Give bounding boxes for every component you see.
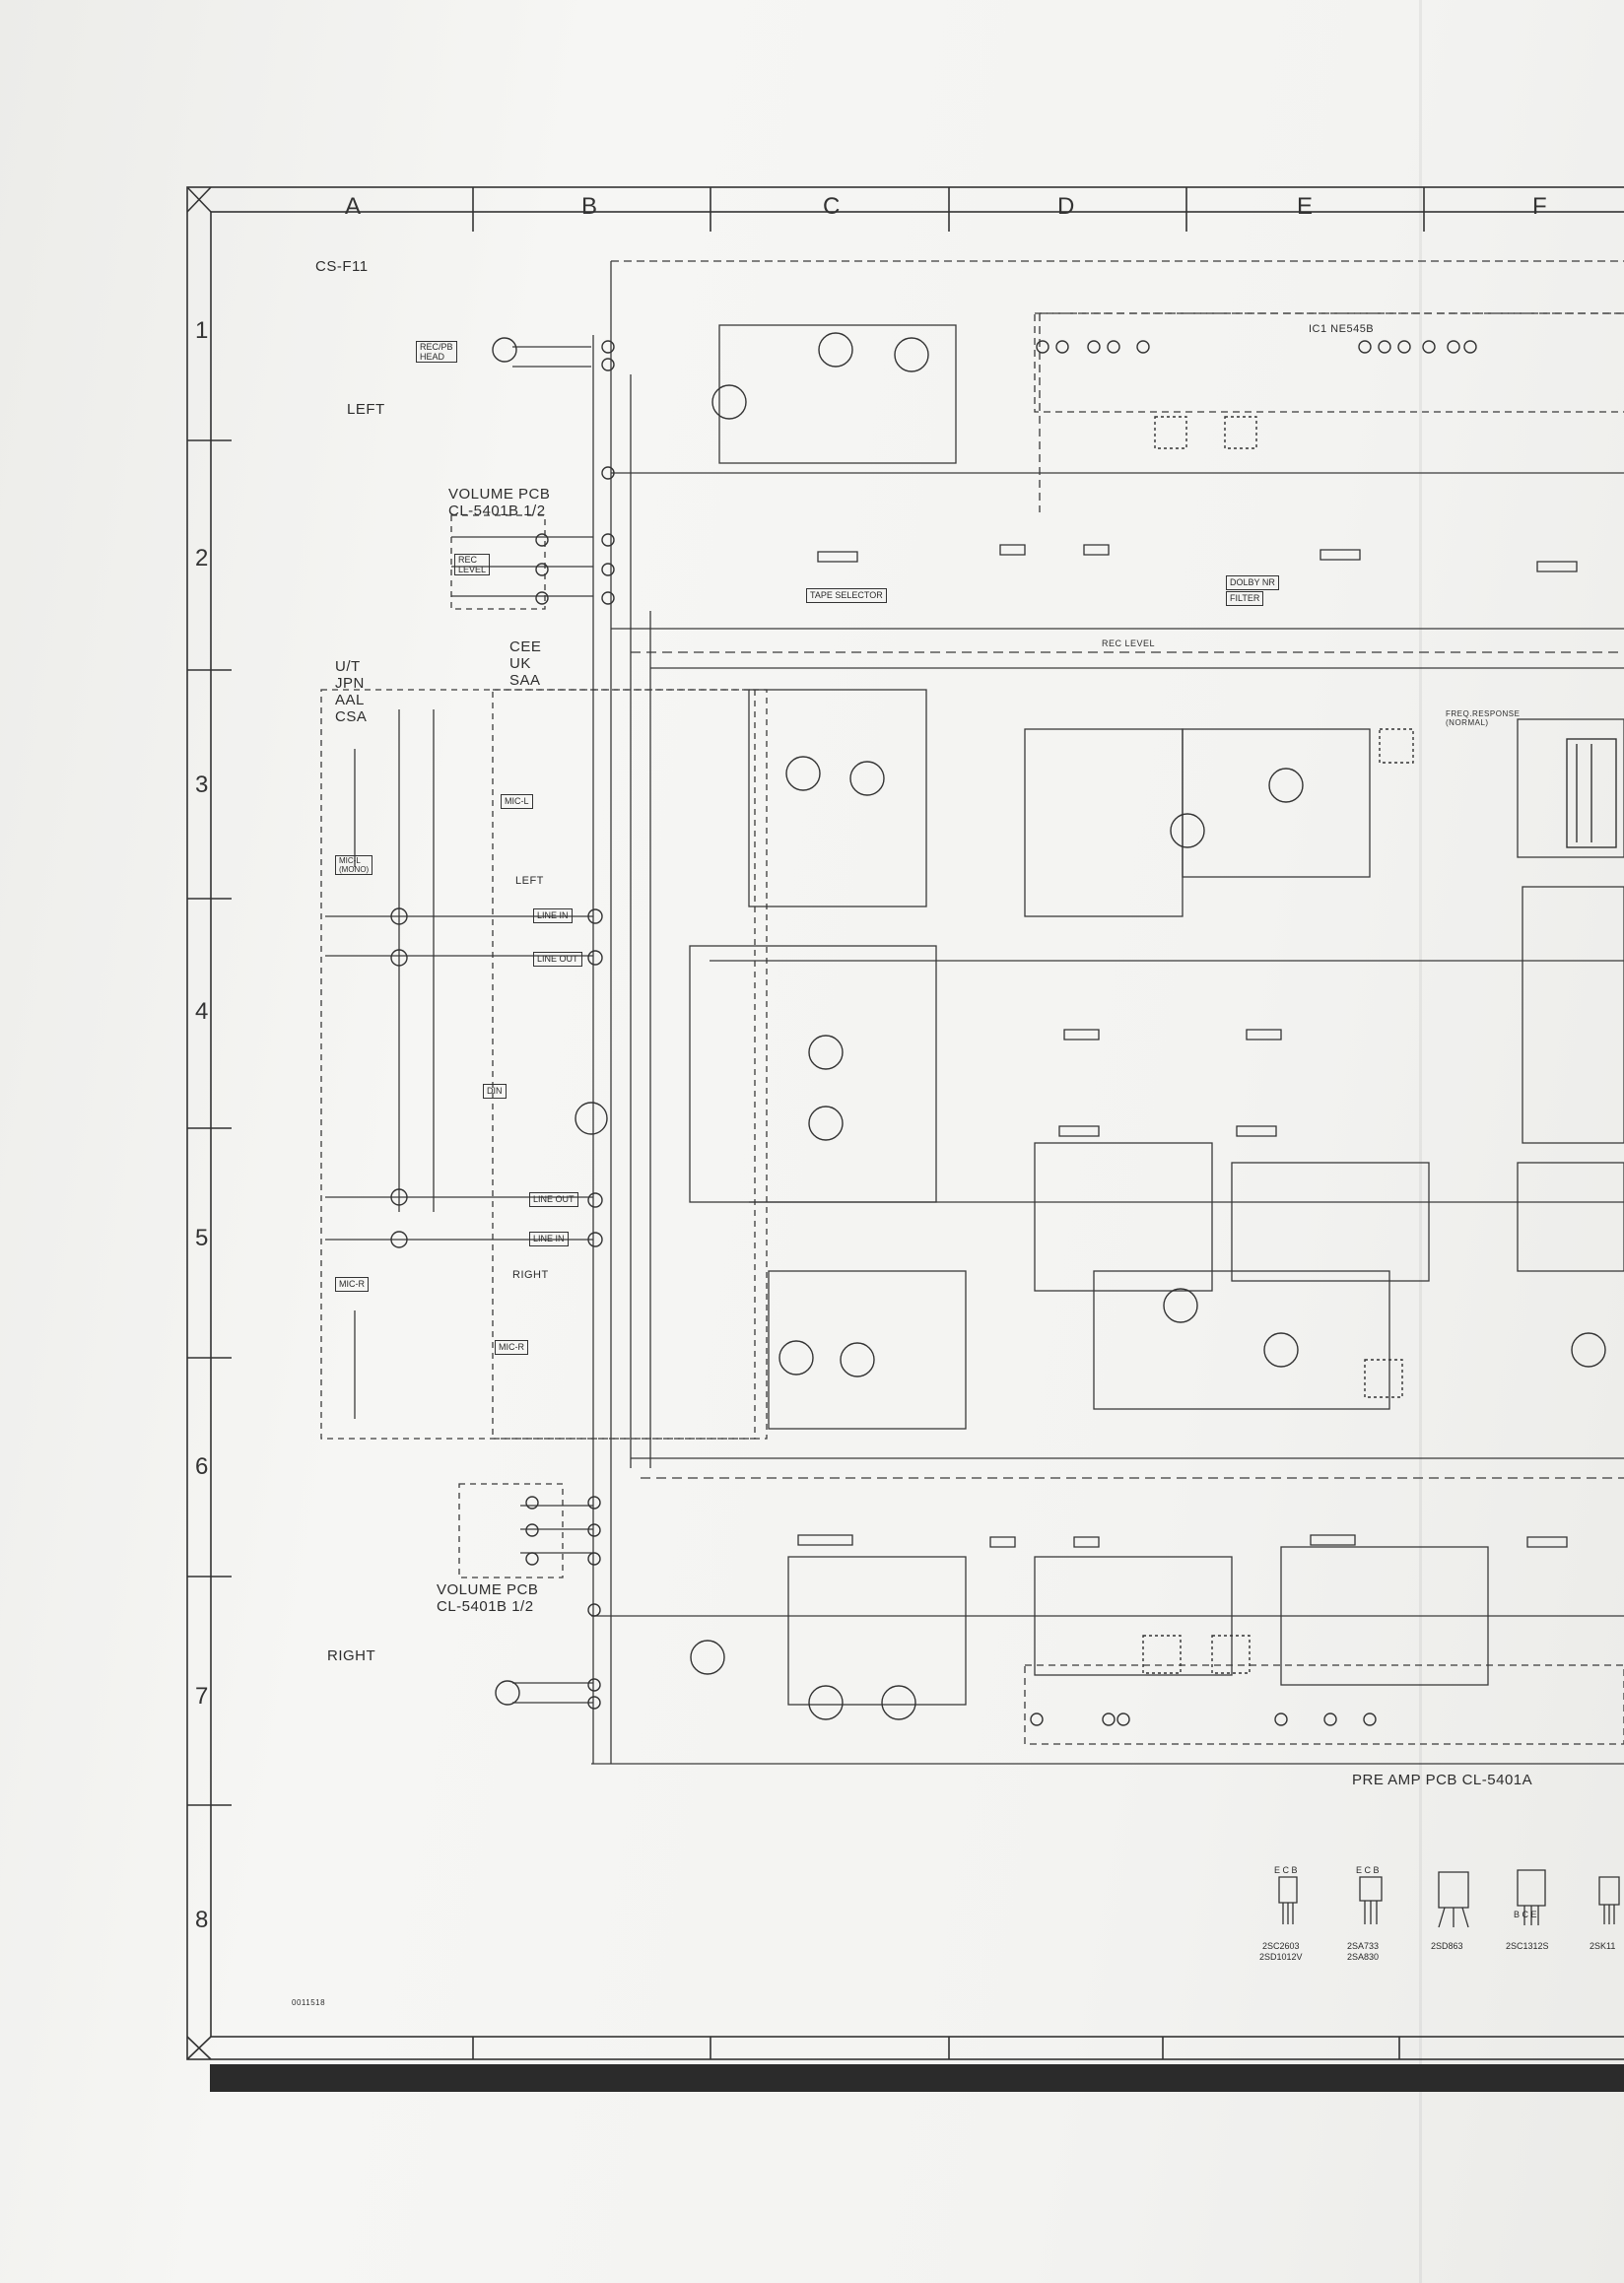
row-label: 5 — [195, 1225, 209, 1251]
sheet-bottom-bar — [210, 2064, 1624, 2092]
line-in-box-bottom: LINE IN — [529, 1232, 569, 1246]
row-label: 2 — [195, 545, 209, 571]
column-label: B — [581, 193, 598, 220]
paper-fold — [1419, 0, 1422, 2283]
column-label: E — [1297, 193, 1314, 220]
transistor-type: 2SC2603 2SD1012V — [1259, 1941, 1303, 1962]
row-label: 4 — [195, 998, 209, 1025]
volume-pcb-top: VOLUME PCB CL-5401B 1/2 — [448, 486, 551, 519]
model-title: CS-F11 — [315, 258, 369, 275]
rec-level-label: REC LEVEL — [1102, 638, 1156, 648]
line-out-box-top: LINE OUT — [533, 952, 582, 967]
transistor-pins: E C B — [1356, 1865, 1380, 1875]
transistor-pins: E C B — [1274, 1865, 1298, 1875]
row-label: 3 — [195, 772, 209, 798]
inner-frame — [210, 211, 1624, 2038]
filter-box: FILTER — [1226, 591, 1264, 606]
transistor-type: 2SD863 — [1431, 1941, 1463, 1951]
column-label: A — [345, 193, 362, 220]
volume-pcb-bottom: VOLUME PCB CL-5401B 1/2 — [437, 1581, 539, 1615]
preamp-pcb-title: PRE AMP PCB CL-5401A — [1352, 1772, 1533, 1788]
selector-label-left: LEFT — [515, 875, 544, 887]
outer-frame — [186, 186, 1624, 2060]
column-label: F — [1532, 193, 1547, 220]
region-codes-b: CEE UK SAA — [509, 638, 542, 689]
rec-level-box: REC LEVEL — [454, 554, 491, 575]
transistor-type: 2SK11 — [1590, 1941, 1616, 1951]
row-label: 6 — [195, 1453, 209, 1480]
ic-label: IC1 NE545B — [1309, 323, 1375, 335]
transistor-type: 2SC1312S — [1506, 1941, 1549, 1951]
dolby-nr-box: DOLBY NR — [1226, 575, 1279, 590]
column-label: C — [823, 193, 841, 220]
line-out-box-bottom: LINE OUT — [529, 1192, 578, 1207]
row-label: 7 — [195, 1683, 209, 1710]
rec-pb-head-box: REC/PB HEAD — [416, 341, 457, 363]
row-label: 8 — [195, 1907, 209, 1933]
region-codes-a: U/T JPN AAL CSA — [335, 658, 368, 725]
freq-response-label: FREQ.RESPONSE (NORMAL) — [1446, 709, 1521, 727]
mic-r-jack-box: MIC-R — [495, 1340, 528, 1355]
channel-label-right: RIGHT — [327, 1647, 376, 1664]
din-box: DIN — [483, 1084, 507, 1099]
drawing-code: 0011518 — [292, 1998, 326, 2007]
tape-selector-box: TAPE SELECTOR — [806, 588, 887, 603]
transistor-type: 2SA733 2SA830 — [1347, 1941, 1380, 1962]
mic-r-box: MIC-R — [335, 1277, 369, 1292]
channel-label-left: LEFT — [347, 401, 385, 418]
mic-l-box: MIC-L — [501, 794, 533, 809]
mic-l-mono-box: MIC-L (MONO) — [335, 855, 373, 875]
column-label: D — [1057, 193, 1075, 220]
line-in-box-top: LINE IN — [533, 908, 573, 923]
row-label: 1 — [195, 317, 209, 344]
selector-label-right: RIGHT — [512, 1269, 549, 1281]
transistor-pins: B C E — [1514, 1910, 1537, 1919]
